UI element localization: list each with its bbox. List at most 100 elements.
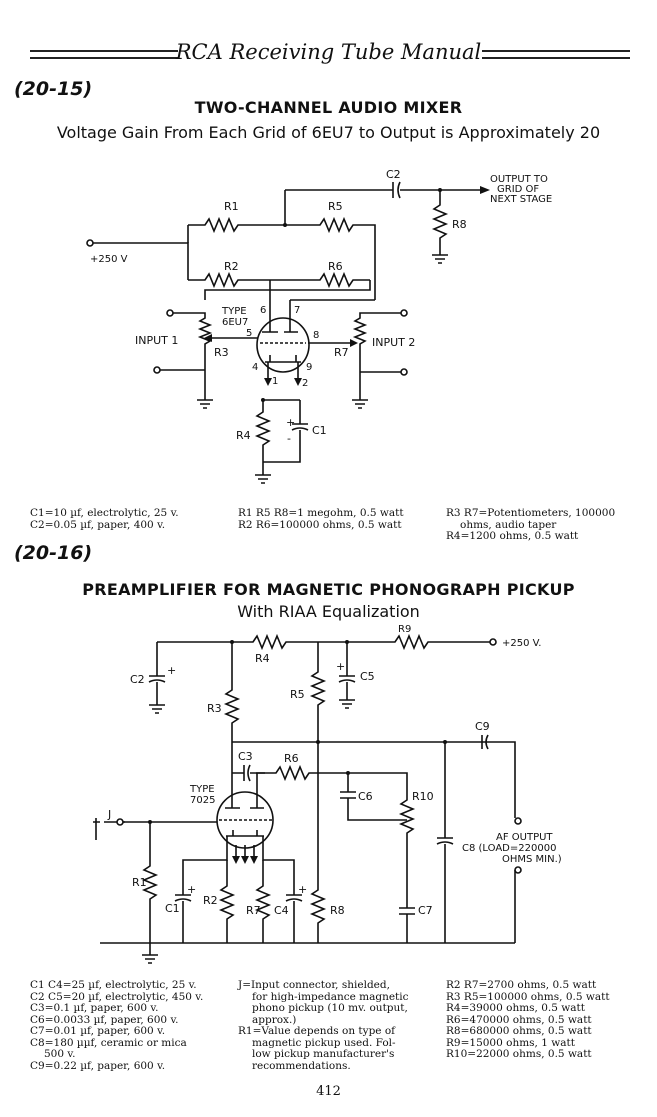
label-pin: 7 (294, 305, 300, 316)
parts-line: recommendations. (252, 1059, 351, 1072)
header-rule-right (482, 50, 630, 59)
label-r7: R7 (334, 346, 349, 359)
parts-line: R4=1200 ohms, 0.5 watt (446, 530, 579, 542)
output-arrow (480, 186, 490, 194)
parts-line: R10=22000 ohms, 0.5 watt (446, 1048, 592, 1060)
tube-plates (262, 320, 298, 333)
label-r6: R6 (328, 260, 343, 273)
label-output: GRID OF (497, 184, 539, 195)
parts-line: C2 C5=20 µf, electrolytic, 450 v. (30, 990, 204, 1003)
capacitor-c7 (399, 900, 415, 943)
label-r7: R7 (246, 904, 261, 917)
potentiometer-r3 (173, 312, 213, 400)
label-r4: R4 (236, 429, 251, 442)
terminal (166, 309, 174, 317)
figure-number: (20-16) (14, 542, 93, 564)
label-r1: R1 (132, 876, 147, 889)
tube-envelope (256, 317, 310, 373)
label-c1: C1 (312, 424, 327, 437)
label-af-output: AF OUTPUT (496, 832, 553, 843)
wiper-arrow (204, 334, 212, 342)
capacitor-plate (397, 181, 401, 199)
parts-line: low pickup manufacturer's (252, 1048, 395, 1060)
mixer-schematic: C2 OUTPUT TO GRID OF NEXT STAGE R1 R5 R8… (86, 168, 552, 484)
resistor-r7 (254, 860, 272, 943)
capacitor-c4 (262, 836, 303, 943)
label-c1: C1 (165, 902, 180, 915)
arrow (241, 856, 249, 864)
capacitor-c6 (340, 773, 407, 821)
label-c3: C3 (238, 750, 253, 763)
parts-list-col3: R2 R7=2700 ohms, 0.5 watt R3 R5=100000 o… (446, 979, 610, 1061)
page-header-title: RCA Receiving Tube Manual (175, 40, 482, 64)
parts-line: C8=180 µµf, ceramic or mica (30, 1036, 187, 1049)
arrow (232, 856, 240, 864)
ground-symbol (197, 399, 213, 409)
resistor-r8 (431, 190, 449, 255)
parts-line: ohms, audio taper (460, 518, 557, 531)
wire (204, 280, 371, 300)
label-input-2: INPUT 2 (372, 336, 415, 349)
parts-line: C3=0.1 µf, paper, 600 v. (30, 1002, 159, 1014)
resistors-r2-r6 (188, 271, 370, 289)
parts-line: R9=15000 ohms, 1 watt (446, 1036, 575, 1049)
label-r5: R5 (328, 200, 343, 213)
parts-line: phono pickup (10 mv. output, (252, 1002, 408, 1014)
parts-line: R1 R5 R8=1 megohm, 0.5 watt (238, 507, 404, 519)
label-r3: R3 (214, 346, 229, 359)
label-r2: R2 (203, 894, 218, 907)
page-number: 412 (316, 1084, 341, 1099)
figure-title: PREAMPLIFIER FOR MAGNETIC PHONOGRAPH PIC… (82, 580, 575, 599)
parts-line: R3 R7=Potentiometers, 100000 (446, 507, 616, 519)
label-r2: R2 (224, 260, 239, 273)
label-pin: 2 (302, 378, 308, 389)
terminal (514, 866, 522, 874)
parts-line: R6=470000 ohms, 0.5 watt (446, 1013, 592, 1026)
arrow (294, 378, 302, 386)
terminal (400, 309, 408, 317)
parts-line: R2 R7=2700 ohms, 0.5 watt (446, 979, 597, 991)
tube-cathodes (226, 830, 264, 837)
label-output: NEXT STAGE (490, 194, 552, 205)
label-r4: R4 (255, 652, 270, 665)
label-b-plus: +250 V. (502, 638, 541, 649)
label-c5: C5 (360, 670, 375, 683)
label-c4: C4 (274, 904, 289, 917)
potentiometer-r7 (352, 312, 401, 400)
capacitor-c2 (148, 642, 166, 714)
resistor-r2 (218, 860, 236, 943)
header-rule-left (30, 50, 178, 59)
label-af-output: OHMS MIN.) (502, 854, 562, 865)
label-minus: - (287, 432, 291, 445)
parts-list-col2: J=Input connector, shielded, for high-im… (238, 979, 409, 1072)
resistor-r3 (223, 642, 241, 800)
ground-symbol (142, 943, 158, 964)
resistor-r5 (309, 642, 327, 742)
ground-symbol (255, 462, 271, 484)
terminal (153, 366, 161, 374)
terminal (400, 368, 408, 376)
arrow (264, 378, 272, 386)
label-j: J (107, 808, 111, 821)
figure-subtitle: Voltage Gain From Each Grid of 6EU7 to O… (56, 123, 601, 142)
label-pin: 5 (246, 328, 252, 339)
label-pin: 1 (272, 376, 278, 387)
label-b-plus: +250 V (90, 254, 128, 265)
ground-symbol (352, 399, 368, 409)
parts-line: magnetic pickup used. Fol- (252, 1036, 396, 1049)
label-pin: 6 (260, 305, 266, 316)
parts-line: C9=0.22 µf, paper, 600 v. (30, 1059, 166, 1072)
parts-line: R4=39000 ohms, 0.5 watt (446, 1002, 585, 1014)
label-r5: R5 (290, 688, 305, 701)
terminal (489, 638, 497, 646)
capacitor-c1 (263, 400, 309, 463)
label-plus: + (298, 883, 307, 896)
label-output: OUTPUT TO (490, 174, 548, 185)
label-c9: C9 (475, 720, 490, 733)
label-af-output: C8 (LOAD=220000 (462, 843, 556, 854)
label-c2: C2 (130, 673, 145, 686)
parts-line: C1 C4=25 µf, electrolytic, 25 v. (30, 979, 197, 991)
parts-list-col2: R1 R5 R8=1 megohm, 0.5 watt R2 R6=100000… (238, 507, 404, 531)
capacitor-c9 (481, 734, 489, 750)
label-r10: R10 (412, 790, 434, 803)
